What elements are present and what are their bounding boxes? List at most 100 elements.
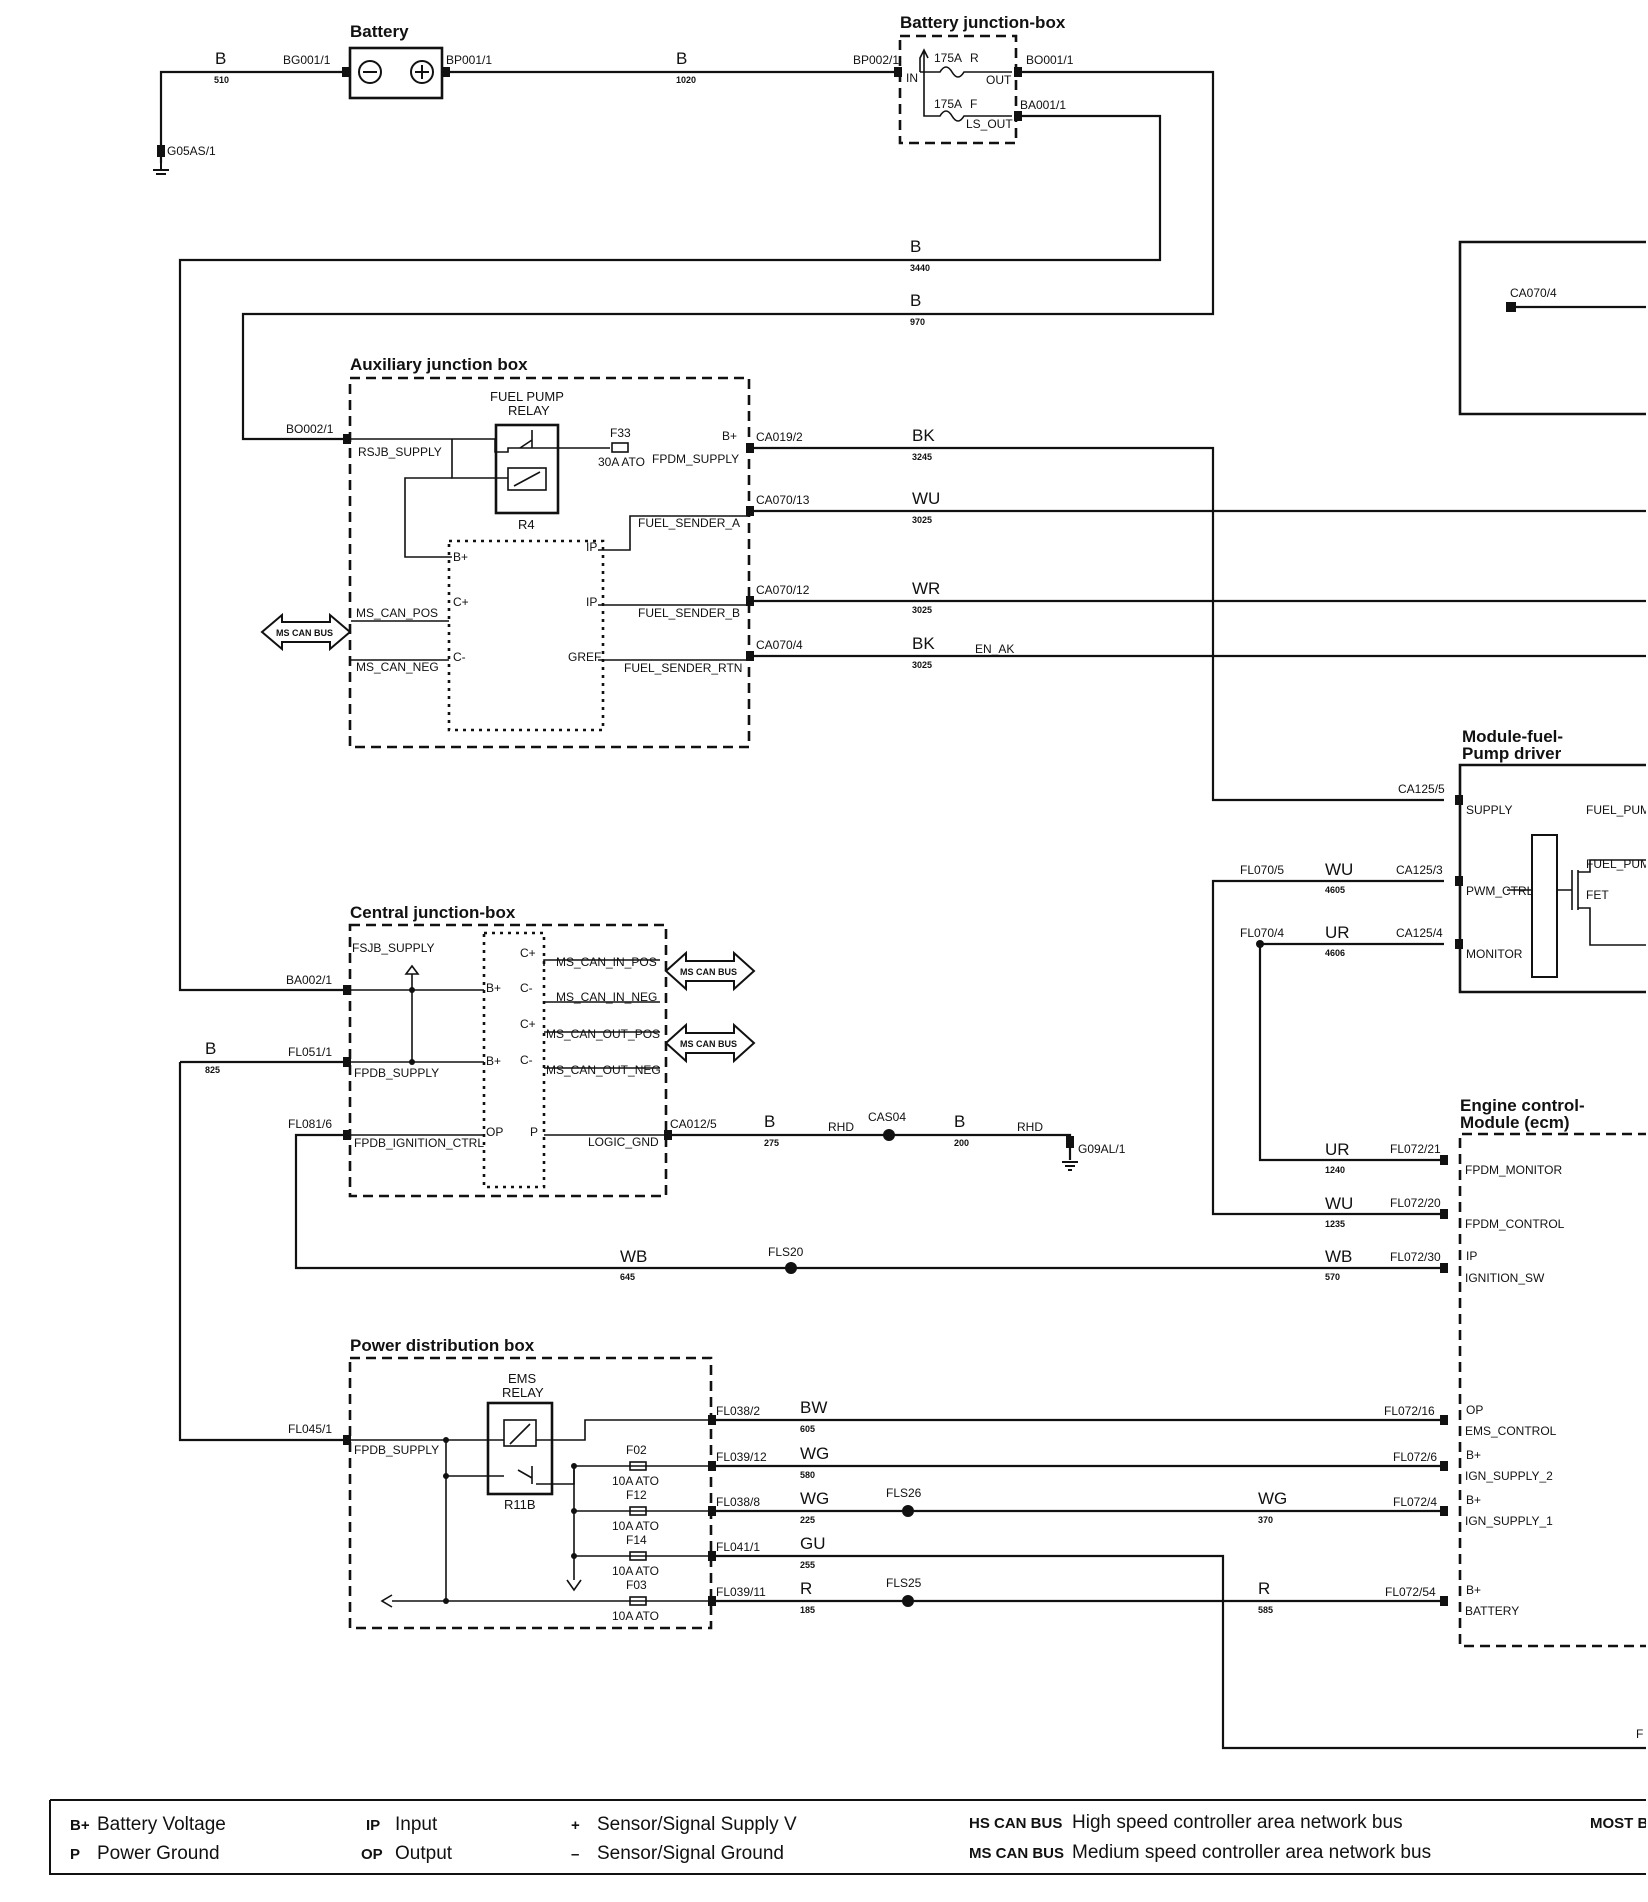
ajb-inner-bplus: B+ [453, 550, 468, 564]
wire-size: 1020 [676, 75, 696, 85]
wire-size: 275 [764, 1138, 779, 1148]
wire-pin: CA019/2 [756, 430, 803, 444]
cjb-fsjb-supply: FSJB_SUPPLY [352, 941, 434, 955]
wire-rhd: RHD [1017, 1120, 1043, 1134]
ecm-ign-supply-2: IGN_SUPPLY_2 [1465, 1469, 1553, 1483]
ecm-ems-control: EMS_CONTROL [1465, 1424, 1557, 1438]
legend-ip-text: Input [395, 1814, 438, 1835]
legend: B+ Battery Voltage P Power Ground IP Inp… [49, 1799, 1648, 1875]
bjb-out: OUT [986, 73, 1012, 87]
legend-most-key: MOST B [1590, 1815, 1648, 1832]
pdb-rating: 10A ATO [612, 1564, 659, 1578]
wire-color: R [1258, 1579, 1270, 1598]
pdb-f14: F14 [626, 1533, 647, 1547]
battery-junction-box: Battery junction-box BP002/1 IN 175A R O… [853, 13, 1074, 145]
bjb-pin-out1: BO001/1 [1026, 53, 1074, 67]
wire-size: 3025 [912, 660, 932, 670]
wire-size: 370 [1258, 1515, 1273, 1525]
wire-color: BK [912, 634, 935, 653]
legend-p-text: Power Ground [97, 1843, 220, 1864]
wire-pin: FL051/1 [288, 1045, 332, 1059]
ecm-fpdm-monitor: FPDM_MONITOR [1465, 1163, 1562, 1177]
wire-pin: FL038/2 [716, 1404, 760, 1418]
wire-color: WU [1325, 1194, 1353, 1213]
wire-pin: FL072/54 [1385, 1585, 1436, 1599]
bjb-f: F [970, 97, 977, 111]
cjb-cminus2: C- [520, 1053, 533, 1067]
wire-pin: FL041/1 [716, 1540, 760, 1554]
fpdm-fuel-pump-b: FUEL_PUMI [1586, 857, 1648, 871]
pdb-fpdb-supply: FPDB_SUPPLY [354, 1443, 439, 1457]
fpdm-title1: Module-fuel- [1462, 727, 1563, 746]
wire-pin: BA002/1 [286, 973, 332, 987]
ajb-fuse: F33 [610, 426, 631, 440]
ecm-ign-supply-1: IGN_SUPPLY_1 [1465, 1514, 1553, 1528]
battery-pin-left: BG001/1 [283, 53, 331, 67]
wire-size: 225 [800, 1515, 815, 1525]
wire-pin: FL039/11 [716, 1585, 766, 1599]
ajb-fuel-sender-b: FUEL_SENDER_B [638, 606, 740, 620]
wire-color: GU [800, 1534, 826, 1553]
ecm-title1: Engine control- [1460, 1096, 1585, 1115]
wire-size: 580 [800, 1470, 815, 1480]
wire-size: 4605 [1325, 885, 1345, 895]
cjb-bplus1: B+ [486, 981, 501, 995]
legend-ms-key: MS CAN BUS [969, 1845, 1064, 1862]
wire-color: WU [912, 489, 940, 508]
splice-label: CAS04 [868, 1110, 906, 1124]
legend-bplus-key: B+ [70, 1817, 90, 1834]
wire-size: 645 [620, 1272, 635, 1282]
ajb-relay-title1: FUEL PUMP [490, 389, 564, 404]
ajb-bplus: B+ [722, 429, 737, 443]
ajb-fuel-sender-a: FUEL_SENDER_A [638, 516, 740, 530]
fpdm-fet: FET [1586, 888, 1609, 902]
cjb-cminus1: C- [520, 981, 533, 995]
legend-op-key: OP [361, 1846, 383, 1863]
ecm-ignition-sw: IGNITION_SW [1465, 1271, 1545, 1285]
battery-title: Battery [350, 22, 409, 41]
ajb-ip2: IP [586, 595, 597, 609]
wire-color: WG [800, 1444, 829, 1463]
wire-color: UR [1325, 923, 1350, 942]
ajb-relay-title2: RELAY [508, 403, 550, 418]
bjb-r: R [970, 51, 979, 65]
cjb-title: Central junction-box [350, 903, 516, 922]
splice-dot [785, 1262, 797, 1274]
wire-size: 605 [800, 1424, 815, 1434]
ajb-cminus: C- [453, 650, 466, 664]
wire-pin: FL072/30 [1390, 1250, 1441, 1264]
ecm-bplus3: B+ [1466, 1583, 1481, 1597]
legend-p-key: P [70, 1846, 80, 1863]
can-bus-arrow: MS CAN BUS [664, 1022, 756, 1064]
splice-label: FLS25 [886, 1576, 922, 1590]
legend-hs-text: High speed controller area network bus [1072, 1812, 1403, 1833]
wire-color: WB [1325, 1247, 1352, 1266]
legend-plus-key: + [571, 1817, 580, 1834]
wire-pin: CA125/4 [1396, 926, 1443, 940]
ajb-ms-can-neg: MS_CAN_NEG [356, 660, 439, 674]
ajb-ip1: IP [586, 540, 597, 554]
wire-color: R [800, 1579, 812, 1598]
ajb-fuse-rating: 30A ATO [598, 455, 645, 469]
wire-color: BW [800, 1398, 827, 1417]
ajb-fpdm-supply: FPDM_SUPPLY [652, 452, 739, 466]
fpdm-monitor: MONITOR [1466, 947, 1523, 961]
ajb-relay-id: R4 [518, 517, 535, 532]
wire-size: 585 [1258, 1605, 1273, 1615]
bjb-title: Battery junction-box [900, 13, 1066, 32]
ajb-title: Auxiliary junction box [350, 355, 528, 374]
cjb-fpdb-supply: FPDB_SUPPLY [354, 1066, 439, 1080]
wire-pin: FL070/5 [1240, 863, 1284, 877]
wire-color: WG [1258, 1489, 1287, 1508]
wire-pin: CA012/5 [670, 1117, 717, 1131]
wire-pin: FL045/1 [288, 1422, 332, 1436]
wire-pin: CA125/5 [1398, 782, 1445, 796]
wire-color: WR [912, 579, 940, 598]
ajb-ms-can-pos: MS_CAN_POS [356, 606, 438, 620]
central-junction-box: Central junction-box FSJB_SUPPLY FPDB_SU… [343, 903, 672, 1198]
wire-size: 3440 [910, 263, 930, 273]
cjb-p: P [530, 1125, 538, 1139]
pdb-relay-title1: EMS [508, 1371, 537, 1386]
wire-pin: FL038/8 [716, 1495, 760, 1509]
wire-pin: FL072/20 [1390, 1196, 1441, 1210]
